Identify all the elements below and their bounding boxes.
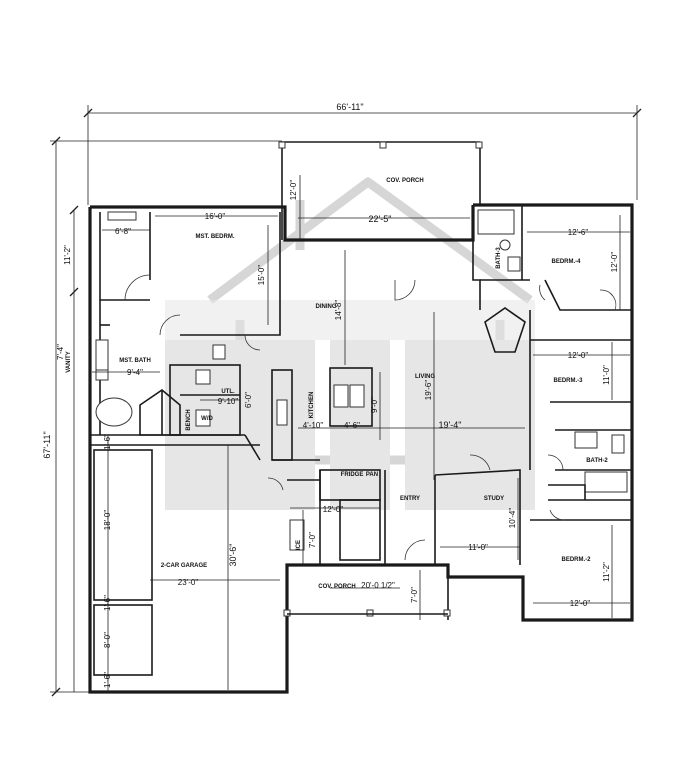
dim-garage-lower: 8'-0" — [103, 632, 112, 648]
dim-kitchen-w: 4'-10" — [303, 421, 324, 430]
label-entry: ENTRY — [400, 496, 420, 502]
dim-living-d: 19'-6" — [424, 380, 433, 401]
label-vanity: VANITY — [66, 351, 72, 373]
dim-mst-closet: 6'-8" — [115, 227, 131, 236]
dim-kitchen-depth: 9'-0" — [370, 397, 379, 413]
label-fridge: FRIDGE — [341, 472, 364, 478]
dimension-text: 6'-8" 16'-0" 15'-0" 9'-4" 9'-10" 6'-0" 2… — [103, 180, 619, 688]
dim-bed3-w: 12'-0" — [568, 351, 589, 360]
dim-mst-width: 16'-0" — [205, 212, 226, 221]
overall-dimensions: 66'-11" 67'-11" 11'-2" 7'-4" VANITY — [42, 102, 642, 697]
dim-garage-6b: 1'-6" — [103, 595, 112, 611]
label-cov-porch-rear: COV. PORCH — [386, 178, 423, 184]
label-utl: UTL. — [221, 389, 235, 395]
dim-garage-width: 23'-0" — [178, 578, 199, 587]
label-ice: ICE — [296, 540, 302, 550]
label-pantry: PAN — [366, 472, 378, 478]
label-mst-bath: MST. BATH — [119, 358, 151, 364]
dim-front-porch-w: 20'-0 1/2" — [361, 581, 395, 590]
label-garage: 2-CAR GARAGE — [161, 563, 207, 569]
dim-left-upper: 11'-2" — [63, 245, 72, 265]
dim-bed2-d: 11'-2" — [602, 562, 611, 582]
label-wd: W/D — [201, 416, 213, 422]
label-mst-bedrm: MST. BEDRM. — [196, 234, 235, 240]
label-bath3: BATH-3 — [496, 247, 502, 269]
label-kitchen: KITCHEN — [309, 392, 315, 419]
dim-foyer-d: 7'-0" — [308, 532, 317, 548]
dim-living-w: 19'-4" — [439, 420, 462, 430]
interior-walls — [90, 205, 632, 676]
dim-garage-6a: 1'-6" — [103, 434, 112, 450]
dim-kitchen-island: 4'-6" — [344, 421, 360, 430]
label-bedrm4: BEDRM.-4 — [551, 259, 581, 265]
doors — [124, 274, 617, 561]
dim-utl: 9'-10" — [218, 397, 239, 406]
label-living: LIVING — [415, 374, 435, 380]
dim-mst-depth: 15'-0" — [257, 265, 266, 286]
dim-dining: 14'-8" — [334, 300, 343, 321]
dim-porch-depth: 12'-0" — [289, 180, 298, 201]
dim-garage-depth: 30'-6" — [228, 544, 238, 567]
dim-foyer-w: 12'-0" — [323, 505, 344, 514]
dim-study-w: 11'-0" — [468, 543, 488, 552]
dim-bed2-w: 12'-0" — [570, 599, 591, 608]
room-labels: MST. BEDRM. MST. BATH UTL. BENCH W/D 2-C… — [119, 178, 608, 590]
label-cov-porch-front: COV. PORCH — [318, 584, 355, 590]
dim-left-depth: 7'-4" — [56, 344, 65, 360]
room-dimensions — [92, 175, 630, 692]
label-study: STUDY — [484, 496, 504, 502]
dim-mst-bath: 9'-4" — [127, 368, 143, 377]
label-bedrm3: BEDRM.-3 — [553, 378, 583, 384]
dim-porch-width: 22'-5" — [369, 214, 392, 224]
label-bath2: BATH-2 — [586, 458, 608, 464]
dim-overall-depth: 67'-11" — [42, 431, 52, 458]
label-bedrm2: BEDRM.-2 — [561, 557, 591, 563]
dim-utl-depth: 6'-0" — [244, 392, 253, 408]
dim-overall-width: 66'-11" — [336, 102, 363, 112]
dim-bed4-d: 12'-0" — [610, 252, 619, 273]
dim-study-d: 10'-4" — [508, 508, 517, 529]
dim-garage-6c: 1'-6" — [103, 672, 112, 688]
dim-bed3-d: 11'-0" — [602, 365, 611, 385]
dim-garage-upper: 18'-0" — [103, 510, 112, 531]
dim-bed4-w: 12'-6" — [568, 228, 589, 237]
label-dining: DINING — [316, 304, 337, 310]
dim-front-porch-d: 7'-0" — [410, 587, 419, 603]
label-bench: BENCH — [186, 409, 192, 430]
